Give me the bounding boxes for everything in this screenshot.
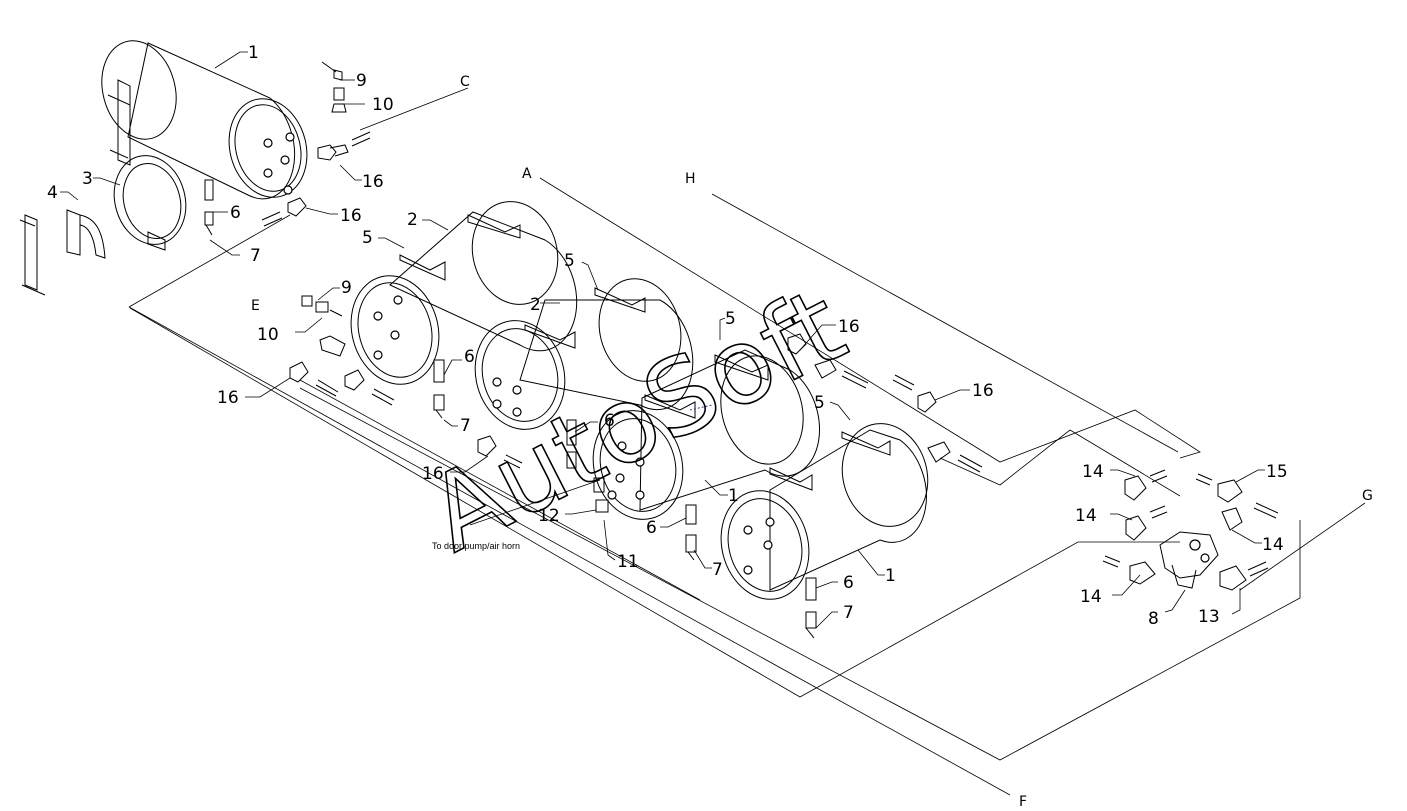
- callout-7: 7: [843, 603, 854, 623]
- air-line-branch: [939, 429, 1181, 497]
- callout-14: 14: [1080, 587, 1102, 607]
- callout-6: 6: [843, 573, 854, 593]
- line-letter-g: G: [1362, 488, 1373, 504]
- callout-3: 3: [82, 169, 93, 189]
- callout-6: 6: [604, 411, 615, 431]
- air-tank-mid: [592, 349, 821, 520]
- fittings: [204, 61, 1279, 639]
- air-tank-top-left: [101, 40, 308, 200]
- callout-11: 11: [617, 552, 639, 572]
- air-line-c: [359, 87, 469, 131]
- callout-8: 8: [1148, 609, 1159, 629]
- line-letter-c: C: [460, 74, 470, 90]
- line-letter-a: A: [522, 166, 532, 182]
- callout-15: 15: [1266, 462, 1288, 482]
- callout-2: 2: [530, 295, 541, 315]
- air-line-a: [539, 177, 1201, 463]
- callout-5: 5: [725, 309, 736, 329]
- air-line-routing: [128, 87, 1366, 796]
- tank-bracket: [117, 79, 131, 166]
- air-line-h: [711, 193, 1179, 453]
- port-hole: [263, 138, 273, 148]
- callout-10: 10: [372, 95, 394, 115]
- air-line-loop-lower: [129, 307, 1180, 698]
- air-tank-2a: [350, 201, 578, 385]
- callout-7: 7: [250, 246, 261, 266]
- callout-13: 13: [1198, 607, 1220, 627]
- watermark-text: AutoSoft: [410, 264, 863, 575]
- leader-lines: [60, 51, 1265, 629]
- tank-front-cap: [228, 98, 308, 198]
- callout-7: 7: [460, 416, 471, 436]
- air-line-f-outer: [128, 306, 1011, 796]
- air-line-door-pump: [469, 479, 601, 526]
- callout-7: 7: [712, 560, 723, 580]
- callout-4: 4: [47, 183, 58, 203]
- air-line-e-upper: [128, 214, 291, 308]
- callout-1: 1: [248, 43, 259, 63]
- mounting-bracket: [19, 209, 106, 296]
- air-line-g: [1239, 502, 1366, 591]
- door-pump-note: To door pump/air horn: [432, 541, 520, 551]
- tank-rear-cap: [101, 40, 177, 140]
- callout-16: 16: [838, 317, 860, 337]
- tank-front-rim: [234, 104, 302, 192]
- line-letter-f: F: [1019, 794, 1027, 810]
- port-hole: [263, 168, 273, 178]
- callout-12: 12: [538, 506, 560, 526]
- callout-16: 16: [340, 206, 362, 226]
- tank-saddle: [399, 254, 446, 281]
- port-hole: [285, 132, 295, 142]
- callout-16: 16: [362, 172, 384, 192]
- callout-1: 1: [728, 486, 739, 506]
- callout-9: 9: [341, 278, 352, 298]
- air-tank-2b: [474, 278, 694, 430]
- callout-14: 14: [1262, 535, 1284, 555]
- callout-16: 16: [972, 381, 994, 401]
- callout-5: 5: [564, 251, 575, 271]
- air-line-fitting-run: [299, 379, 701, 601]
- callout-14: 14: [1075, 506, 1097, 526]
- callout-1: 1: [885, 566, 896, 586]
- port-hole: [280, 155, 290, 165]
- callout-9: 9: [356, 71, 367, 91]
- callout-6: 6: [230, 203, 241, 223]
- callout-5: 5: [814, 393, 825, 413]
- callout-16: 16: [422, 464, 444, 484]
- mounting-strap: [113, 155, 187, 251]
- tank-body: [389, 211, 578, 352]
- callout-2: 2: [407, 210, 418, 230]
- callout-6: 6: [464, 347, 475, 367]
- callout-14: 14: [1082, 462, 1104, 482]
- part-callouts: 1 1 1 2 2 3 4 5 5 5 5 6 6 6 6 6 7 7 7 7 …: [47, 43, 1288, 629]
- air-line-f-inner: [299, 387, 1301, 761]
- callout-10: 10: [257, 325, 279, 345]
- line-letter-h: H: [685, 171, 696, 187]
- air-tank-right: [720, 423, 929, 600]
- line-letter-e: E: [251, 298, 260, 314]
- port-hole: [283, 185, 293, 195]
- callout-5: 5: [362, 228, 373, 248]
- callout-6: 6: [646, 518, 657, 538]
- callout-16: 16: [217, 388, 239, 408]
